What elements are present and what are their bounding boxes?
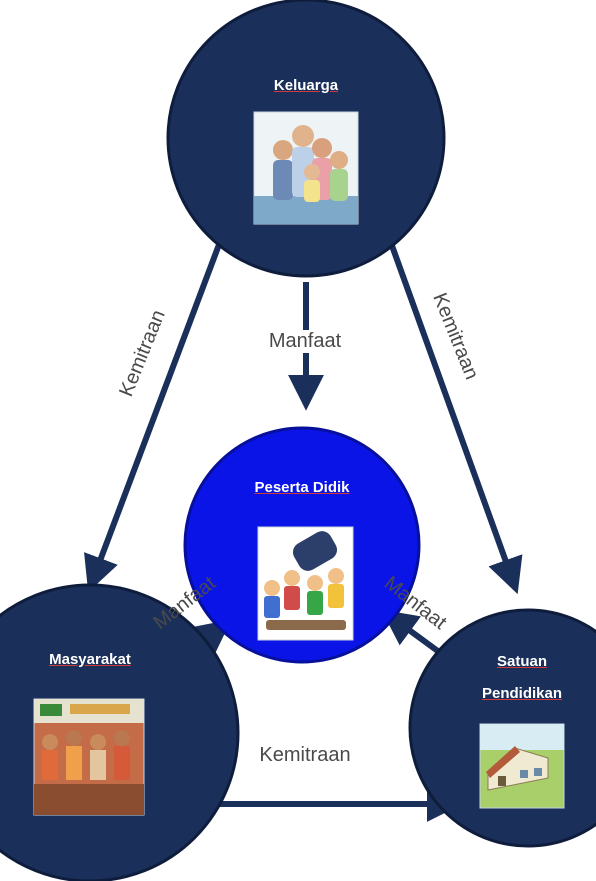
arrow-kemitraan-left [84, 196, 252, 593]
community-photo [33, 698, 145, 816]
arrow-kemitraan-right [356, 188, 523, 595]
family-photo [253, 111, 359, 225]
kemitraan-bottom-label: Kemitraan [259, 744, 351, 766]
masyarakat-title: Masyarakat [49, 651, 131, 668]
children-cartoon [257, 526, 354, 641]
satuan-title-line2: Pendidikan [481, 685, 563, 702]
peserta-didik-title: Peserta Didik [254, 479, 350, 496]
keluarga-title: Keluarga [273, 77, 339, 94]
manfaat-top-label: Manfaat [250, 330, 360, 353]
school-building-picture [479, 723, 565, 809]
satuan-title-line1: Satuan [496, 653, 547, 670]
